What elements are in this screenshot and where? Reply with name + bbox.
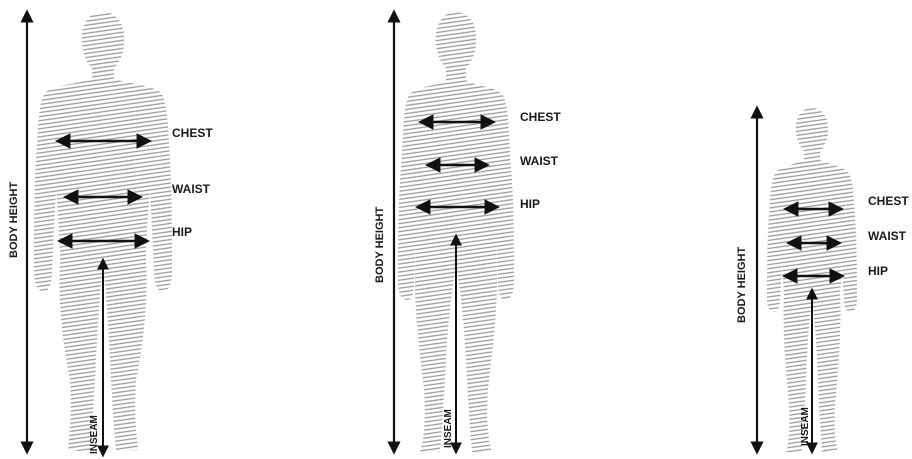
- woman-body-height-label: BODY HEIGHT: [374, 207, 386, 283]
- child-chest-label: CHEST: [868, 194, 909, 208]
- man-hip-label: HIP: [172, 225, 192, 239]
- figure-child: BODY HEIGHT CHEST WAIST HIP INSEAM: [736, 108, 909, 452]
- man-waist-label: WAIST: [172, 182, 211, 196]
- child-body-height-label: BODY HEIGHT: [736, 247, 748, 323]
- child-inseam-label: INSEAM: [800, 407, 811, 446]
- child-hip-label: HIP: [868, 264, 888, 278]
- figure-man: BODY HEIGHT CHEST WAIST HIP INSEAM: [8, 12, 213, 455]
- man-chest-label: CHEST: [172, 126, 213, 140]
- woman-waist-label: WAIST: [520, 154, 559, 168]
- woman-hip-label: HIP: [520, 197, 540, 211]
- woman-chest-label: CHEST: [520, 110, 561, 124]
- man-body-height-label: BODY HEIGHT: [8, 182, 20, 258]
- child-waist-label: WAIST: [868, 229, 907, 243]
- man-inseam-label: INSEAM: [89, 415, 100, 454]
- woman-inseam-label: INSEAM: [443, 409, 454, 448]
- figure-woman: BODY HEIGHT CHEST WAIST HIP INSEAM: [374, 12, 561, 452]
